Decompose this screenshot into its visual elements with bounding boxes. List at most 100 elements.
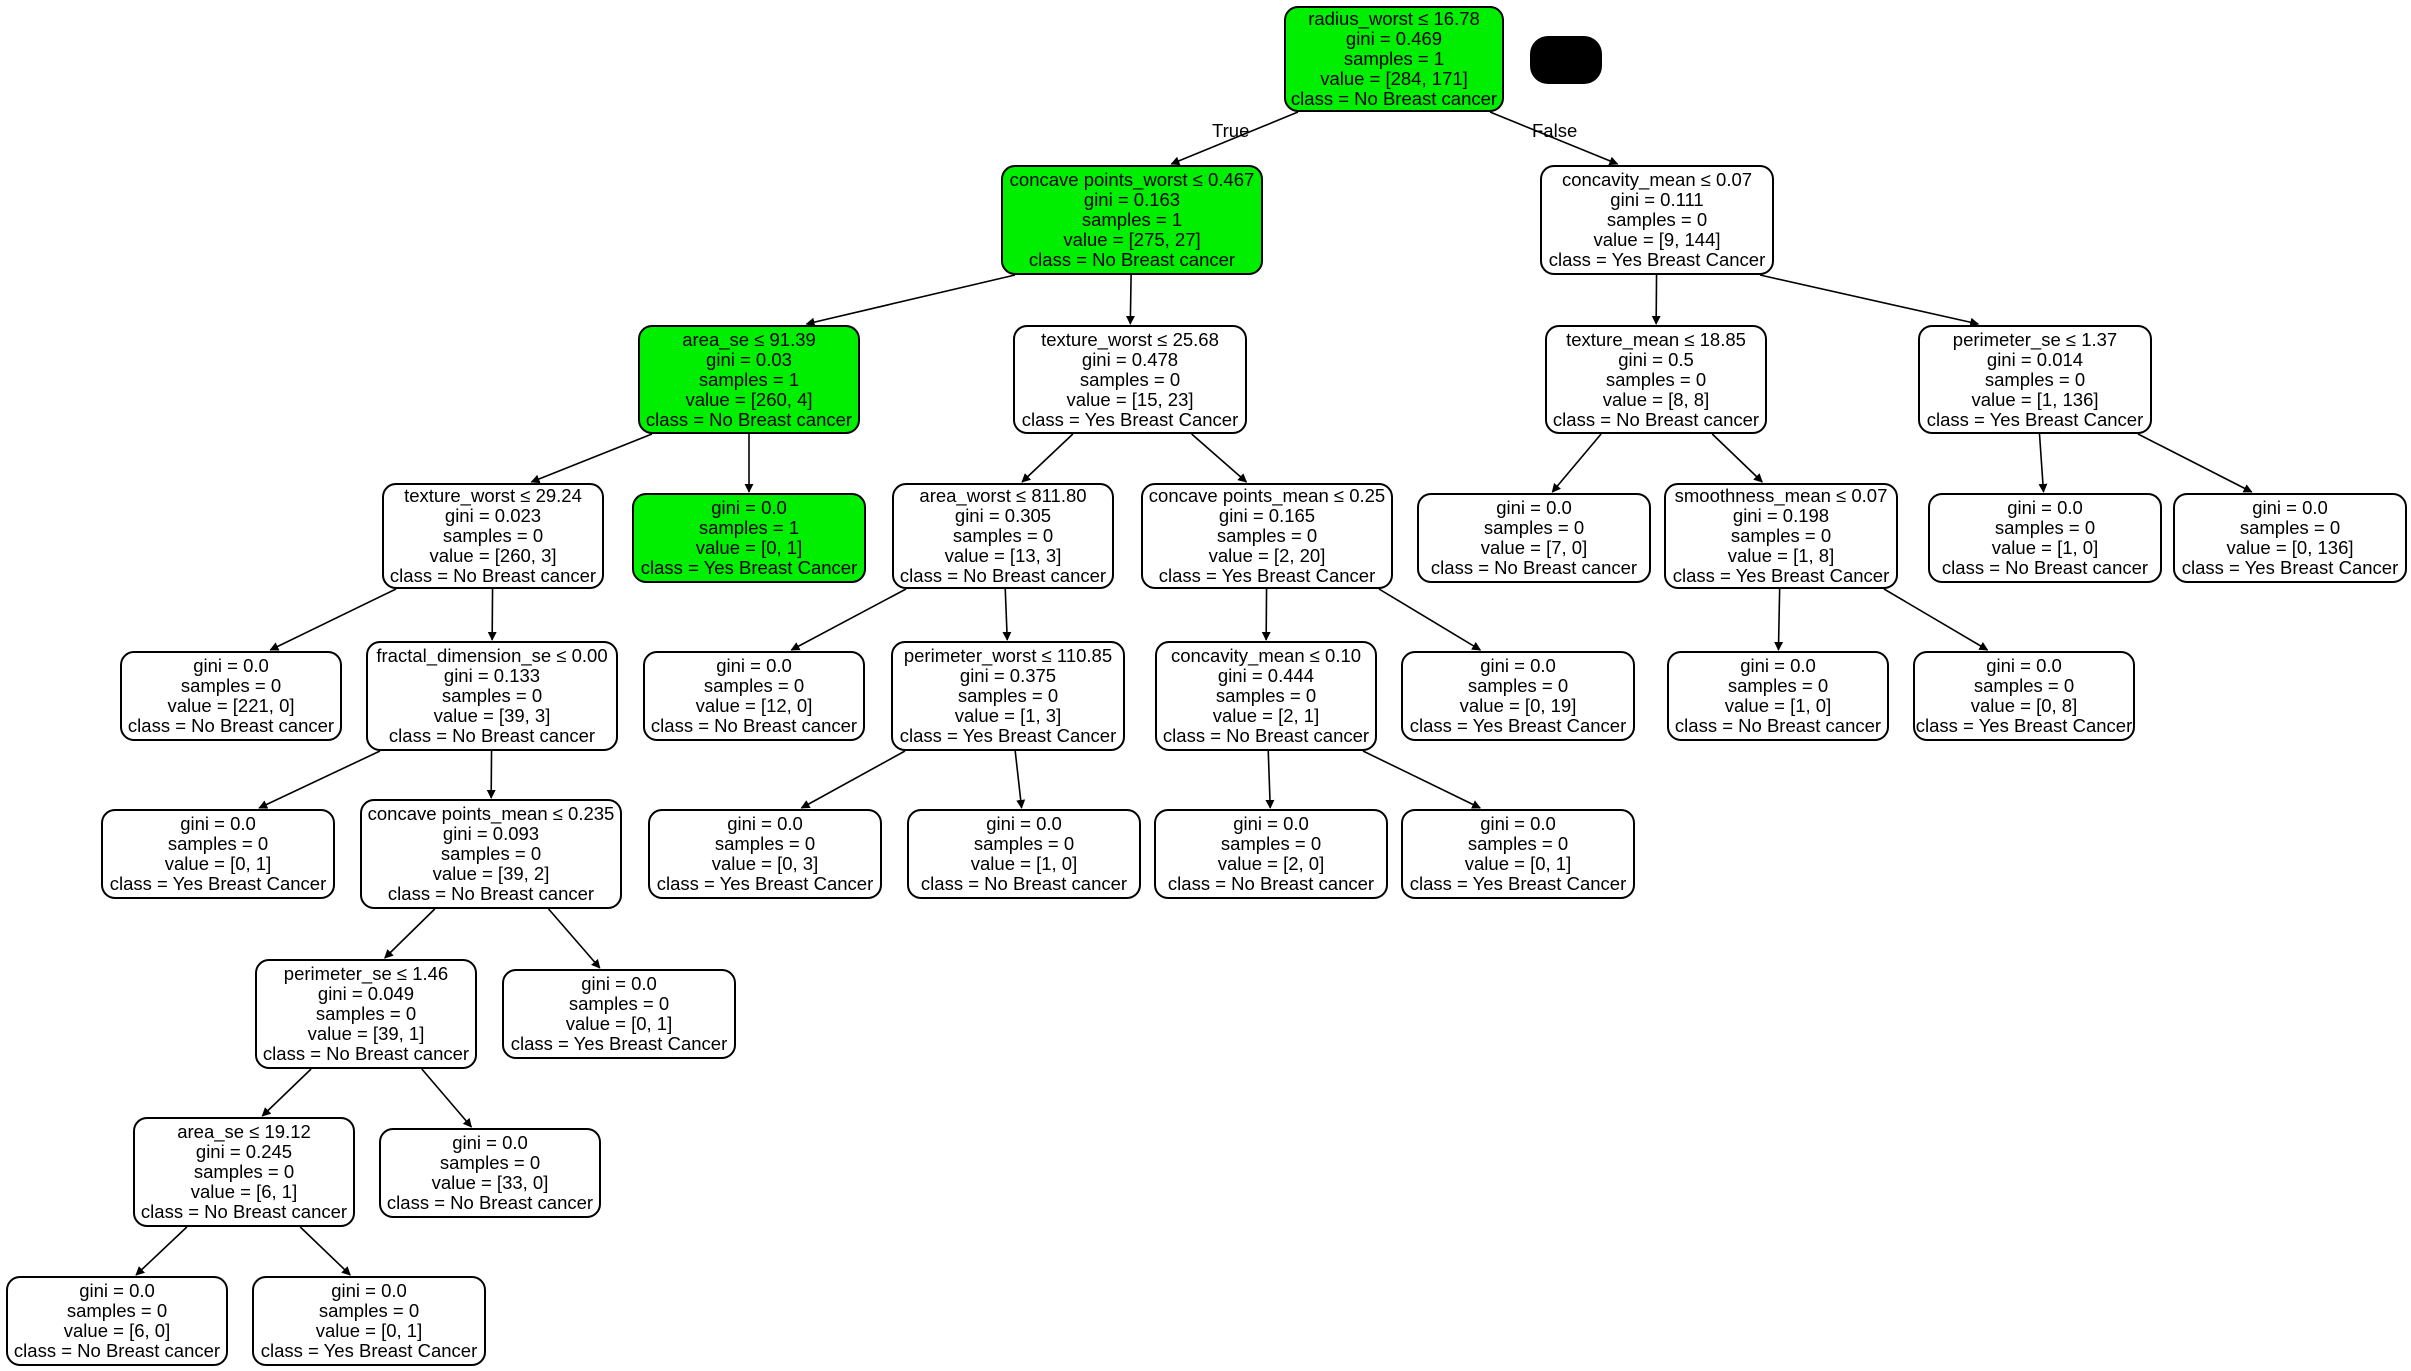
node-text-line: class = Yes Breast Cancer xyxy=(260,1340,478,1361)
tree-edge-n6-n14 xyxy=(2137,433,2253,493)
node-text-line: samples = 0 xyxy=(442,525,544,546)
tree-edge-n29-n31 xyxy=(261,1068,312,1117)
node-text-line: samples = 0 xyxy=(1606,209,1708,230)
node-text-line: gini = 0.0 xyxy=(79,1280,155,1301)
node-text-line: texture_worst ≤ 29.24 xyxy=(404,485,582,506)
node-text-line: value = [7, 0] xyxy=(1480,537,1588,558)
node-text-line: value = [1, 0] xyxy=(970,853,1078,874)
node-text-line: samples = 0 xyxy=(957,685,1059,706)
node-text-line: radius_worst ≤ 16.78 xyxy=(1308,8,1480,29)
node-text-line: class = No Breast cancer xyxy=(387,883,595,904)
node-text-line: samples = 1 xyxy=(1343,48,1445,69)
node-text-line: class = No Breast cancer xyxy=(1162,725,1370,746)
tree-edge-n12-n22 xyxy=(1883,588,1989,651)
node-text-line: texture_worst ≤ 25.68 xyxy=(1041,328,1219,350)
node-text-line: gini = 0.0 xyxy=(452,1132,528,1153)
node-text-line: area_se ≤ 19.12 xyxy=(177,1121,311,1142)
node-text-line: value = [260, 4] xyxy=(685,388,813,410)
node-text-line: value = [0, 3] xyxy=(711,853,819,874)
node-text-line: value = [284, 171] xyxy=(1320,68,1468,89)
tree-edge-n1-n4 xyxy=(1125,274,1135,325)
node-text-line: gini = 0.093 xyxy=(442,823,540,844)
tree-edge-n29-n32 xyxy=(421,1068,473,1128)
node-text-line: gini = 0.023 xyxy=(444,505,542,526)
node-text-line: samples = 0 xyxy=(1215,685,1317,706)
node-text-line: value = [260, 3] xyxy=(429,545,557,566)
node-text-line: gini = 0.0 xyxy=(331,1280,407,1301)
tree-edge-n31-n33 xyxy=(135,1226,188,1276)
tree-edge-n31-n34 xyxy=(299,1226,351,1276)
node-text-line: value = [2, 20] xyxy=(1208,545,1326,566)
node-text-line: class = Yes Breast Cancer xyxy=(1915,715,2133,736)
node-text-line: class = No Breast cancer xyxy=(1290,88,1498,109)
node-text-line: value = [39, 2] xyxy=(432,863,550,884)
tree-edge-n24-n30 xyxy=(547,908,601,969)
false-edge-label: False xyxy=(1532,120,1578,141)
redaction-block xyxy=(1530,36,1602,84)
tree-edge-n19-n28 xyxy=(1362,750,1482,809)
tree-edge-n16-n23 xyxy=(258,750,381,809)
tree-edge-n10-n20 xyxy=(1378,588,1482,651)
node-text-line: class = Yes Breast Cancer xyxy=(899,725,1117,746)
node-text-line: class = No Breast cancer xyxy=(386,1192,594,1213)
node-text-line: gini = 0.163 xyxy=(1083,189,1181,210)
node-text-line: value = [8, 8] xyxy=(1602,388,1710,410)
node-text-line: samples = 0 xyxy=(973,833,1075,854)
tree-edge-n7-n15 xyxy=(269,588,397,651)
node-text-line: texture_mean ≤ 18.85 xyxy=(1566,328,1746,350)
node-text-line: gini = 0.0 xyxy=(986,813,1062,834)
node-text-line: value = [2, 1] xyxy=(1212,705,1320,726)
node-text-line: gini = 0.469 xyxy=(1345,28,1443,49)
node-text-line: samples = 1 xyxy=(698,368,800,390)
node-text-line: gini = 0.014 xyxy=(1986,348,2084,370)
node-text-line: gini = 0.0 xyxy=(1496,497,1572,518)
node-text-line: perimeter_se ≤ 1.37 xyxy=(1952,328,2118,350)
node-text-line: value = [1, 0] xyxy=(1724,695,1832,716)
node-text-line: gini = 0.444 xyxy=(1217,665,1315,686)
node-text-line: value = [9, 144] xyxy=(1593,229,1721,250)
node-text-line: gini = 0.478 xyxy=(1081,348,1179,370)
node-text-line: value = [0, 8] xyxy=(1970,695,2078,716)
node-text-line: samples = 0 xyxy=(1994,517,2096,538)
node-text-line: class = No Breast cancer xyxy=(262,1043,470,1064)
node-text-line: value = [221, 0] xyxy=(167,695,295,716)
node-text-line: class = Yes Breast Cancer xyxy=(1158,565,1376,586)
node-text-line: samples = 0 xyxy=(714,833,816,854)
node-text-line: gini = 0.305 xyxy=(954,505,1052,526)
node-text-line: value = [1, 136] xyxy=(1971,388,2099,410)
node-text-line: value = [12, 0] xyxy=(695,695,813,716)
tree-edge-n3-n7 xyxy=(530,433,653,484)
node-text-line: area_worst ≤ 811.80 xyxy=(919,485,1087,506)
node-text-line: value = [0, 1] xyxy=(695,537,803,558)
node-text-line: samples = 0 xyxy=(568,993,670,1014)
node-text-line: samples = 0 xyxy=(1216,525,1318,546)
node-text-line: class = Yes Breast Cancer xyxy=(2181,557,2399,578)
node-text-line: samples = 0 xyxy=(1079,368,1181,390)
node-text-line: samples = 0 xyxy=(66,1300,168,1321)
node-text-line: concave points_mean ≤ 0.25 xyxy=(1148,485,1386,506)
node-text-line: value = [15, 23] xyxy=(1066,388,1194,410)
node-text-line: samples = 0 xyxy=(315,1003,417,1024)
tree-edge-n4-n9 xyxy=(1021,433,1074,483)
node-text-line: class = Yes Breast Cancer xyxy=(510,1033,728,1054)
tree-edge-n24-n29 xyxy=(384,908,436,959)
node-text-line: samples = 1 xyxy=(1081,209,1183,230)
node-text-line: class = No Breast cancer xyxy=(140,1201,348,1222)
node-text-line: samples = 0 xyxy=(1483,517,1585,538)
